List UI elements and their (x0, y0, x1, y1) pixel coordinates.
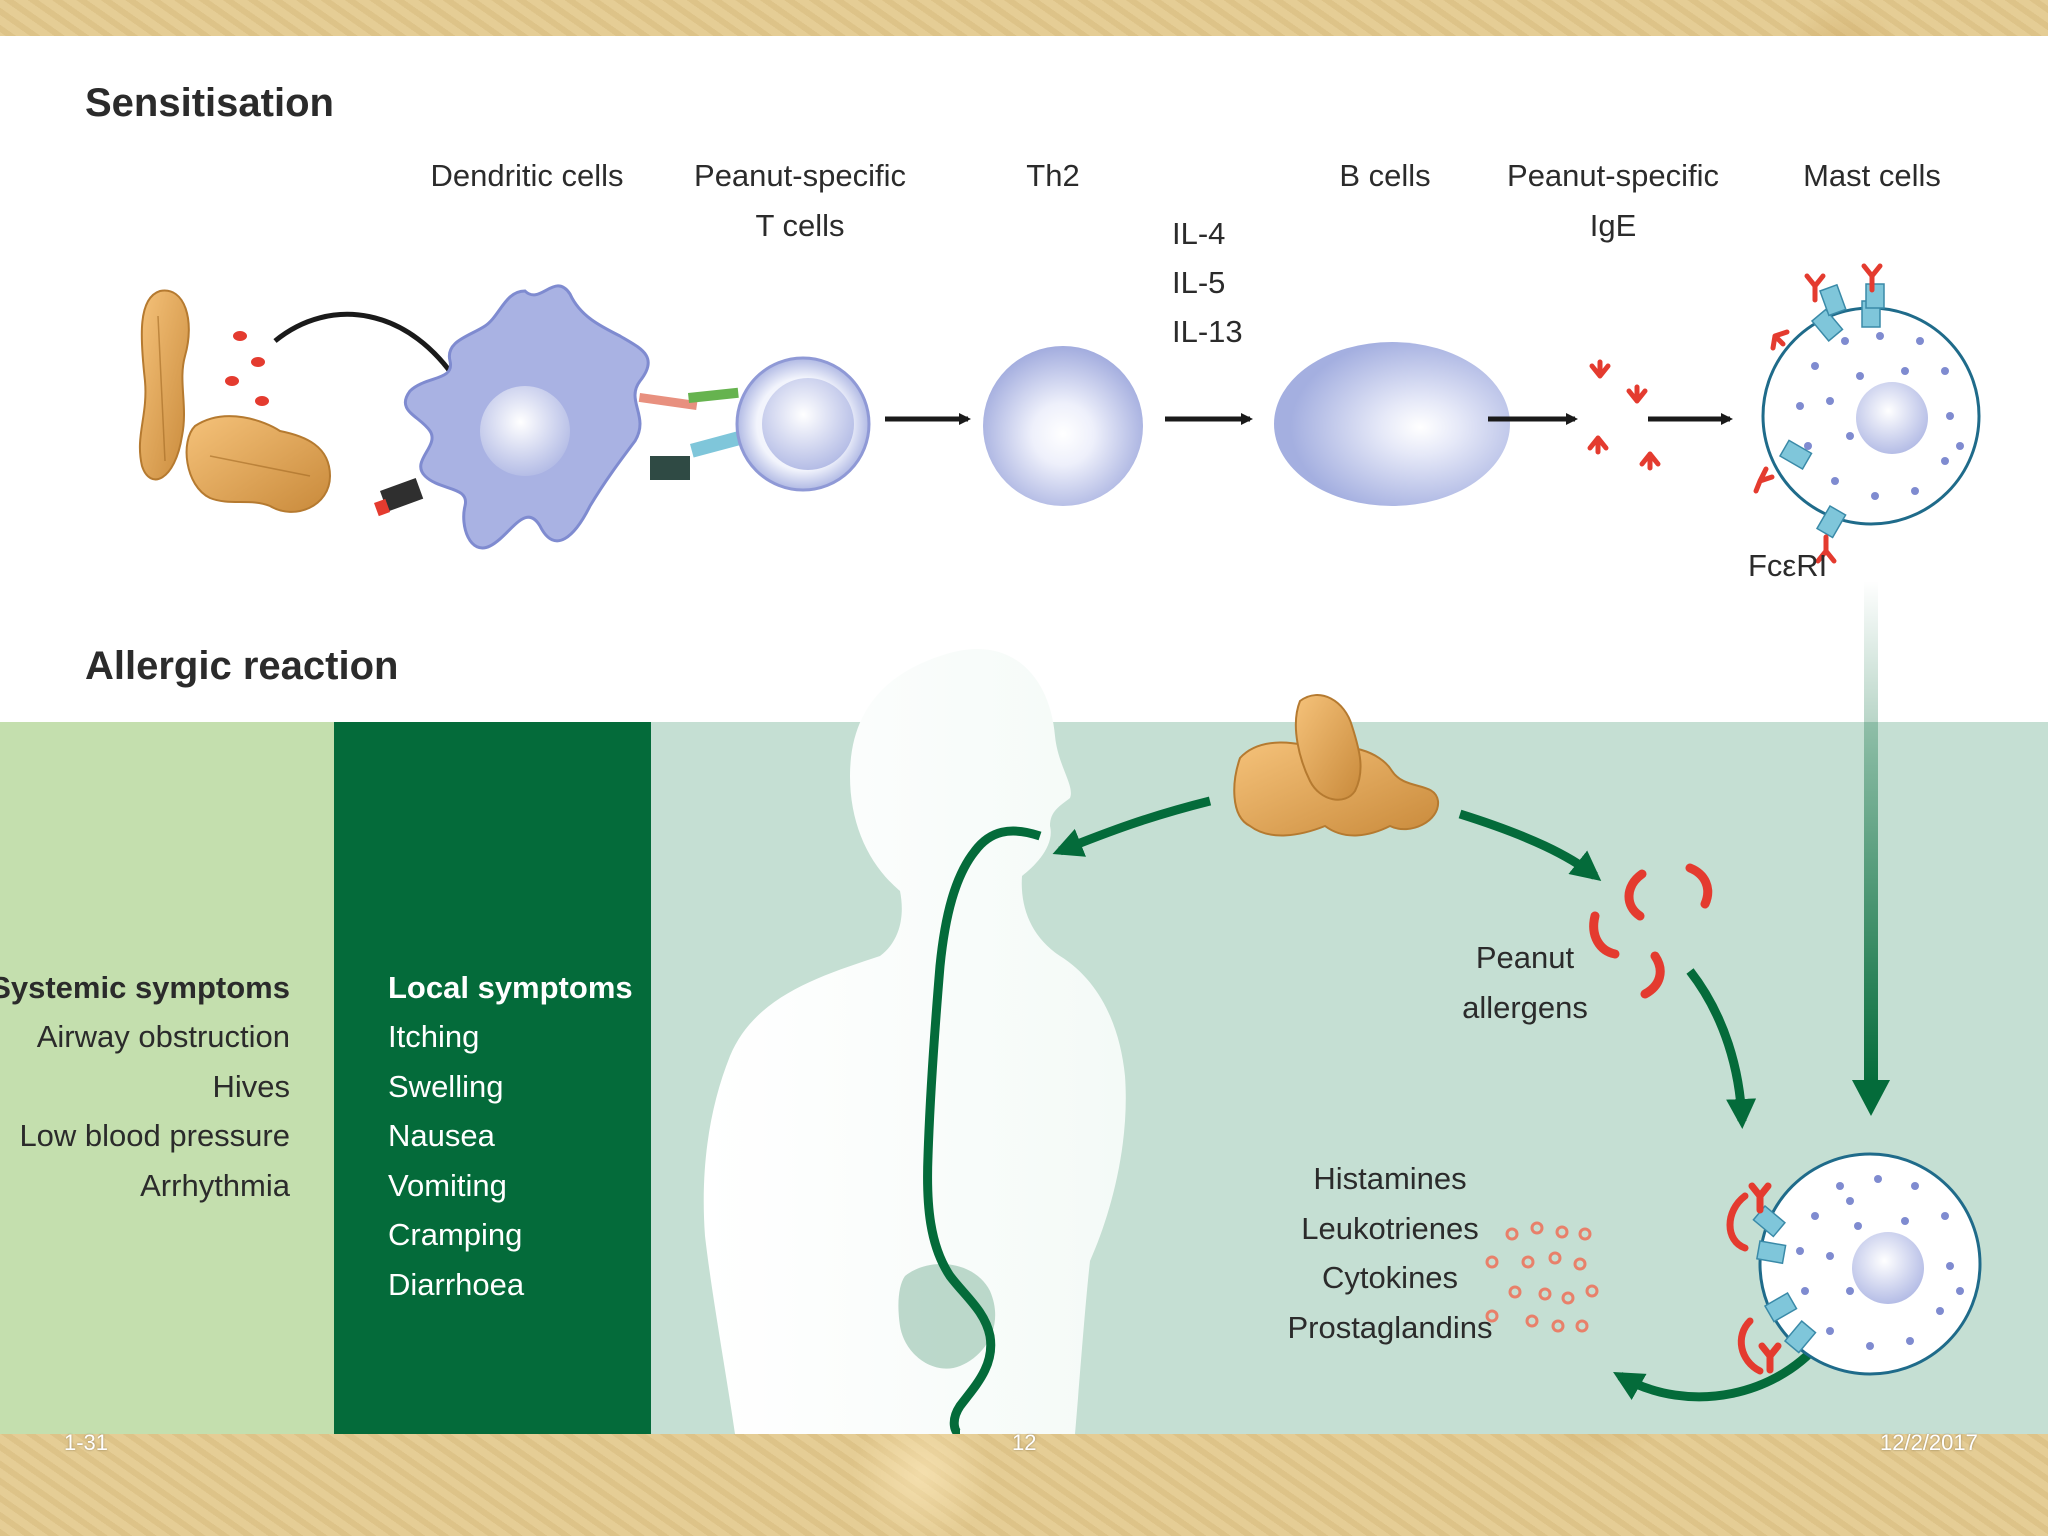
released-granules (1485, 1221, 1599, 1333)
vertical-arrow-shaft (1864, 581, 1878, 1086)
systemic-item: Hives (212, 1069, 290, 1104)
ige-antibodies (1587, 359, 1661, 471)
local-symptoms-heading: Local symptoms (388, 970, 633, 1005)
allergen-particles-top (225, 331, 269, 406)
mediator-prostaglandins: Prostaglandins (1287, 1310, 1492, 1345)
local-item: Swelling (388, 1069, 503, 1104)
uptake-arrow (273, 311, 463, 389)
peanut-illustration-bottom (1233, 694, 1440, 837)
th2-cell (983, 346, 1143, 506)
mediator-cytokines: Cytokines (1322, 1260, 1458, 1295)
ige-label-line2: IgE (1590, 208, 1637, 243)
il4-label: IL-4 (1172, 216, 1225, 251)
ige-label-line1: Peanut-specific (1507, 158, 1719, 193)
vertical-arrow-head (1852, 1080, 1890, 1116)
mediator-histamines: Histamines (1313, 1161, 1466, 1196)
arrow-mast-to-mediators (1613, 1333, 1829, 1402)
peanut-allergens-label-line1: Peanut (1476, 940, 1575, 975)
dendritic-cell (403, 284, 650, 550)
il5-label: IL-5 (1172, 265, 1225, 300)
mast-cell-bottom (1726, 1152, 1982, 1376)
arrow-peanut-to-allergens (1458, 809, 1602, 881)
local-item: Vomiting (388, 1168, 507, 1203)
peanut-allergens-label-line2: allergens (1462, 990, 1588, 1025)
t-cells-label-line2: T cells (755, 208, 844, 243)
il13-label: IL-13 (1172, 314, 1243, 349)
footer-page-number: 12 (1012, 1430, 1037, 1455)
arrow-peanut-to-mouth (1052, 796, 1212, 857)
local-symptoms-panel (334, 722, 651, 1434)
th2-label: Th2 (1026, 158, 1079, 193)
digestive-tract (923, 826, 1042, 1434)
systemic-item: Low blood pressure (19, 1118, 290, 1153)
human-silhouette (703, 648, 1126, 1434)
mast-cell-top (1753, 263, 1981, 564)
footer-date: 12/2/2017 (1880, 1430, 1978, 1455)
figure-panel: Sensitisation Allergic reaction Dendriti… (0, 36, 2048, 1434)
systemic-symptoms-heading: Systemic symptoms (0, 970, 290, 1005)
local-item: Cramping (388, 1217, 522, 1252)
peanut-allergens-shapes (1589, 863, 1713, 999)
arrow-allergens-to-mast (1686, 968, 1757, 1129)
mediator-leukotrienes: Leukotrienes (1301, 1211, 1479, 1246)
footer-slide-ref: 1-31 (64, 1430, 109, 1455)
local-item: Diarrhoea (388, 1267, 525, 1302)
peanut-illustration-top (138, 289, 332, 513)
stomach (898, 1264, 996, 1369)
systemic-item: Airway obstruction (37, 1019, 290, 1054)
systemic-item: Arrhythmia (140, 1168, 291, 1203)
b-cells-label: B cells (1339, 158, 1430, 193)
allergy-diagram: Sensitisation Allergic reaction Dendriti… (0, 81, 2048, 1434)
mast-cells-label: Mast cells (1803, 158, 1941, 193)
t-cells-label-line1: Peanut-specific (694, 158, 906, 193)
systemic-symptoms-panel (0, 722, 334, 1434)
b-cell (1274, 342, 1510, 506)
allergic-reaction-title: Allergic reaction (85, 644, 398, 688)
dendritic-cells-label: Dendritic cells (431, 158, 624, 193)
mhc-tcr-complex (374, 387, 742, 517)
sensitisation-title: Sensitisation (85, 81, 334, 125)
fceri-label: FcεRI (1748, 548, 1827, 583)
local-item: Nausea (388, 1118, 496, 1153)
t-cell (735, 356, 871, 492)
local-item: Itching (388, 1019, 479, 1054)
